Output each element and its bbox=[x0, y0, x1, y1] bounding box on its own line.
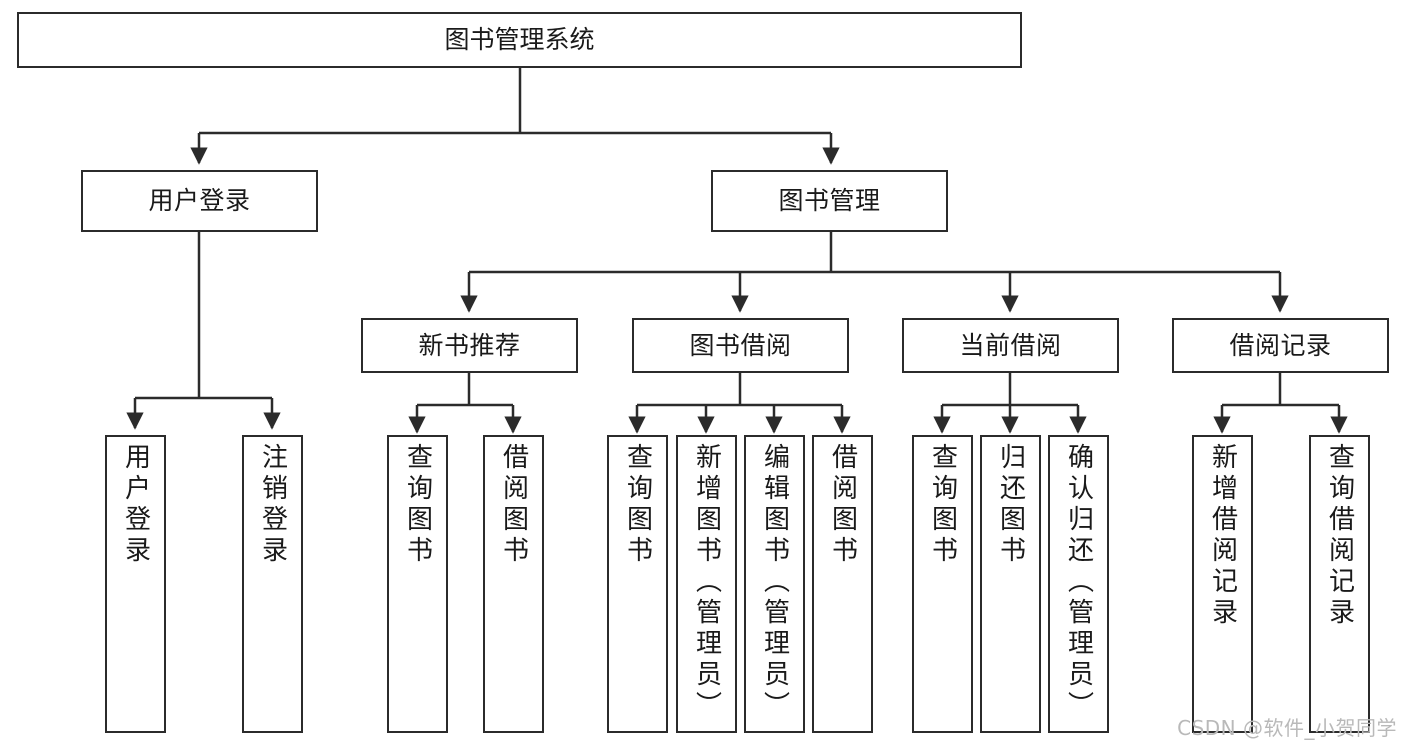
leaf-borrow-book-new-recommend[interactable]: 借阅图书 bbox=[483, 435, 544, 733]
node-label: 当前借阅 bbox=[959, 330, 1062, 360]
node-label: 用户登录 bbox=[120, 443, 151, 567]
node-label: 查询图书 bbox=[402, 443, 433, 567]
node-current-borrow[interactable]: 当前借阅 bbox=[902, 318, 1119, 373]
leaf-query-borrow-record[interactable]: 查询借阅记录 bbox=[1309, 435, 1370, 733]
node-label: 图书管理系统 bbox=[444, 25, 595, 54]
node-new-book-recommend[interactable]: 新书推荐 bbox=[361, 318, 578, 373]
leaf-query-book-current[interactable]: 查询图书 bbox=[912, 435, 973, 733]
leaf-add-borrow-record[interactable]: 新增借阅记录 bbox=[1192, 435, 1253, 733]
leaf-return-book[interactable]: 归还图书 bbox=[980, 435, 1041, 733]
leaf-query-book-borrow[interactable]: 查询图书 bbox=[607, 435, 668, 733]
node-label: 借阅图书 bbox=[827, 443, 858, 567]
leaf-query-book-new-recommend[interactable]: 查询图书 bbox=[387, 435, 448, 733]
node-label: 新增借阅记录 bbox=[1207, 443, 1238, 629]
node-label: 查询借阅记录 bbox=[1324, 443, 1355, 629]
leaf-add-book-admin[interactable]: 新增图书（管理员） bbox=[676, 435, 737, 733]
node-label: 新增图书（管理员） bbox=[691, 443, 722, 722]
node-label: 查询图书 bbox=[622, 443, 653, 567]
leaf-user-login[interactable]: 用户登录 bbox=[105, 435, 166, 733]
node-label: 查询图书 bbox=[927, 443, 958, 567]
node-root-book-management-system[interactable]: 图书管理系统 bbox=[17, 12, 1022, 68]
leaf-confirm-return-admin[interactable]: 确认归还（管理员） bbox=[1048, 435, 1109, 733]
node-label: 图书管理 bbox=[778, 186, 881, 215]
leaf-borrow-book-borrow[interactable]: 借阅图书 bbox=[812, 435, 873, 733]
node-label: 归还图书 bbox=[995, 443, 1026, 567]
node-label: 确认归还（管理员） bbox=[1063, 443, 1094, 722]
node-label: 借阅记录 bbox=[1229, 330, 1332, 360]
node-label: 编辑图书（管理员） bbox=[759, 443, 790, 722]
leaf-edit-book-admin[interactable]: 编辑图书（管理员） bbox=[744, 435, 805, 733]
node-label: 注销登录 bbox=[257, 443, 288, 567]
node-label: 借阅图书 bbox=[498, 443, 529, 567]
node-label: 用户登录 bbox=[148, 186, 251, 215]
node-borrow-record[interactable]: 借阅记录 bbox=[1172, 318, 1389, 373]
node-label: 图书借阅 bbox=[689, 330, 792, 360]
leaf-logout-login[interactable]: 注销登录 bbox=[242, 435, 303, 733]
node-book-management[interactable]: 图书管理 bbox=[711, 170, 948, 232]
node-book-borrow[interactable]: 图书借阅 bbox=[632, 318, 849, 373]
node-user-login[interactable]: 用户登录 bbox=[81, 170, 318, 232]
node-label: 新书推荐 bbox=[418, 330, 521, 360]
